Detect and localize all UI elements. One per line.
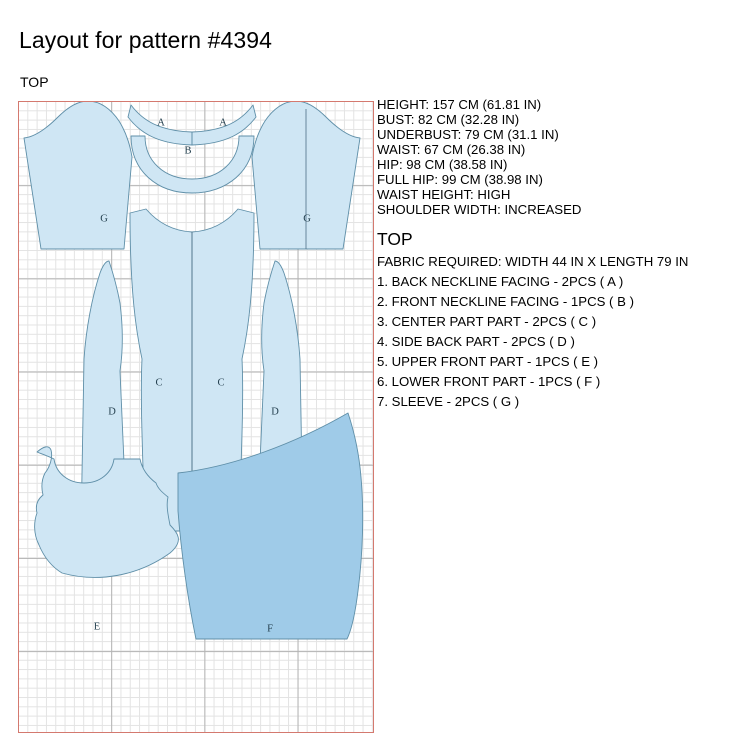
piece-G-right[interactable]: G [251, 101, 361, 250]
measurement-shoulder-width: SHOULDER WIDTH: INCREASED [377, 202, 582, 218]
piece-F[interactable]: F [177, 412, 364, 640]
part-item-4: 4. SIDE BACK PART - 2PCS ( D ) [377, 334, 575, 349]
measurement-bust: BUST: 82 CM (32.28 IN) [377, 112, 520, 128]
pattern-pieces: .pc{ fill:#cfe6f4; stroke:#5f8fa8; strok… [23, 101, 364, 640]
part-item-1: 1. BACK NECKLINE FACING - 2PCS ( A ) [377, 274, 624, 290]
piece-E[interactable]: E [34, 446, 179, 633]
part-item-6: 6. LOWER FRONT PART - 1PCS ( F ) [377, 373, 601, 389]
piece-label-A-left: A [157, 117, 165, 128]
parts-section-title: TOP [377, 229, 413, 250]
piece-label-E: E [94, 621, 100, 632]
piece-label-D-left: D [108, 406, 116, 417]
piece-C-left[interactable]: C [129, 208, 193, 532]
piece-G-left[interactable]: G [23, 101, 133, 250]
piece-label-G-right: G [303, 213, 311, 224]
piece-label-C-right: C [217, 377, 224, 388]
measurement-full-hip: FULL HIP: 99 CM (38.98 IN) [377, 172, 543, 188]
measurement-hip: HIP: 98 CM (38.58 IN) [377, 157, 508, 173]
piece-B[interactable]: B [130, 135, 255, 194]
section-label: TOP [20, 74, 49, 90]
piece-C-right[interactable]: C [191, 208, 255, 532]
piece-label-G-left: G [100, 213, 108, 224]
part-item-5: 5. UPPER FRONT PART - 1PCS ( E ) [377, 353, 599, 369]
piece-label-F: F [267, 623, 273, 634]
measurement-height: HEIGHT: 157 CM (61.81 IN) [377, 97, 542, 112]
pattern-layout-canvas: .pc{ fill:#cfe6f4; stroke:#5f8fa8; strok… [18, 101, 374, 733]
piece-label-B: B [184, 145, 191, 156]
measurement-underbust: UNDERBUST: 79 CM (31.1 IN) [377, 127, 559, 143]
part-item-7: 7. SLEEVE - 2PCS ( G ) [377, 393, 520, 409]
measurement-waist: WAIST: 67 CM (26.38 IN) [377, 142, 526, 158]
part-item-2: 2. FRONT NECKLINE FACING - 1PCS ( B ) [377, 294, 634, 310]
piece-label-D-right: D [271, 406, 279, 417]
info-column: HEIGHT: 157 CM (61.81 IN) BUST: 82 CM (3… [377, 97, 745, 412]
piece-label-C-left: C [155, 377, 162, 388]
page-title: Layout for pattern #4394 [19, 27, 273, 53]
piece-label-A-right: A [219, 117, 227, 128]
fabric-required: FABRIC REQUIRED: WIDTH 44 IN X LENGTH 79… [377, 254, 689, 270]
measurement-waist-height: WAIST HEIGHT: HIGH [377, 187, 511, 203]
part-item-3: 3. CENTER PART PART - 2PCS ( C ) [377, 314, 597, 330]
